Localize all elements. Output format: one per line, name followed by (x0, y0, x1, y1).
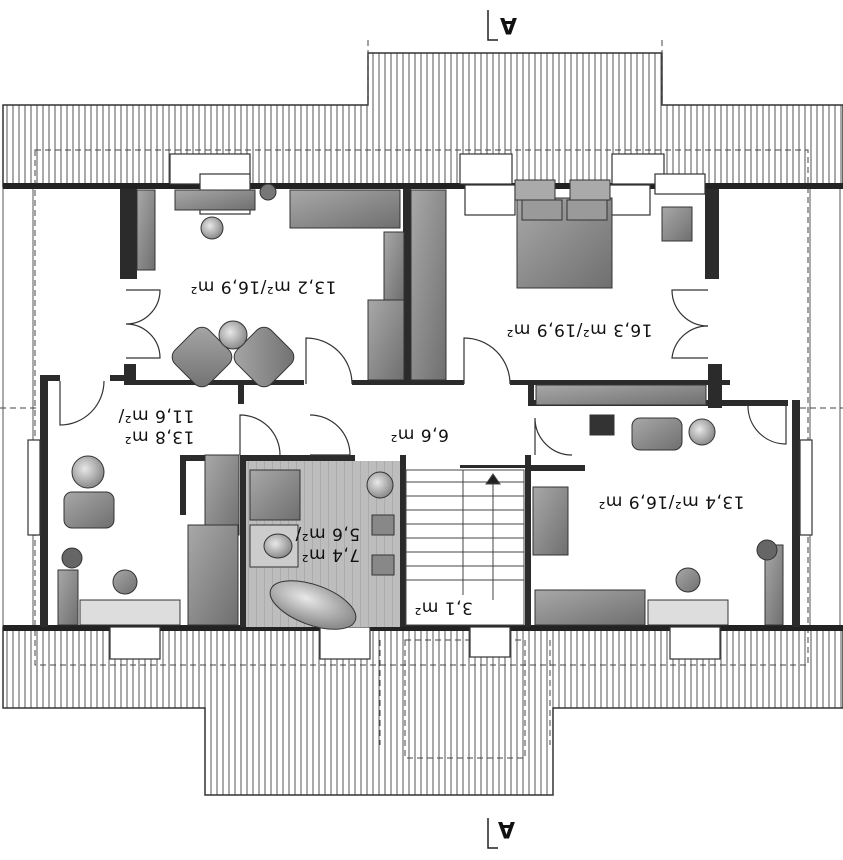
room-area-west-line1: 11,6 m²/ (118, 405, 195, 426)
windows-bottom (109, 626, 721, 660)
room-area-bedroom-nw: 13,2 m²/16,9 m² (190, 276, 337, 297)
windows-top (169, 153, 706, 216)
room-area-bedroom-ne: 16,3 m²/19,9 m² (506, 319, 653, 340)
eave-top (3, 183, 843, 189)
room-area-west-line2: 13,8 m² (124, 426, 195, 447)
eave-bottom (3, 625, 843, 631)
section-line (487, 10, 498, 849)
section-mark-top: A (500, 12, 518, 37)
room-area-bathroom-line2: 7,4 m² (301, 544, 361, 565)
door-swings (59, 289, 787, 456)
windows-side (27, 439, 813, 536)
room-area-bathroom-line1: 5,6 m²/ (295, 523, 361, 544)
room-area-bathroom: 7,4 m² 5,6 m²/ (295, 522, 361, 565)
room-area-bedroom-se: 13,4 m²/16,9 m² (598, 491, 745, 512)
furniture (57, 179, 784, 630)
section-mark-bottom: A (498, 816, 516, 841)
room-area-staircase: 3,1 m² (414, 597, 473, 618)
room-area-west: 13,8 m² 11,6 m²/ (118, 404, 195, 447)
staircase-steps (405, 469, 525, 626)
room-area-hall: 6,6 m² (390, 424, 449, 445)
